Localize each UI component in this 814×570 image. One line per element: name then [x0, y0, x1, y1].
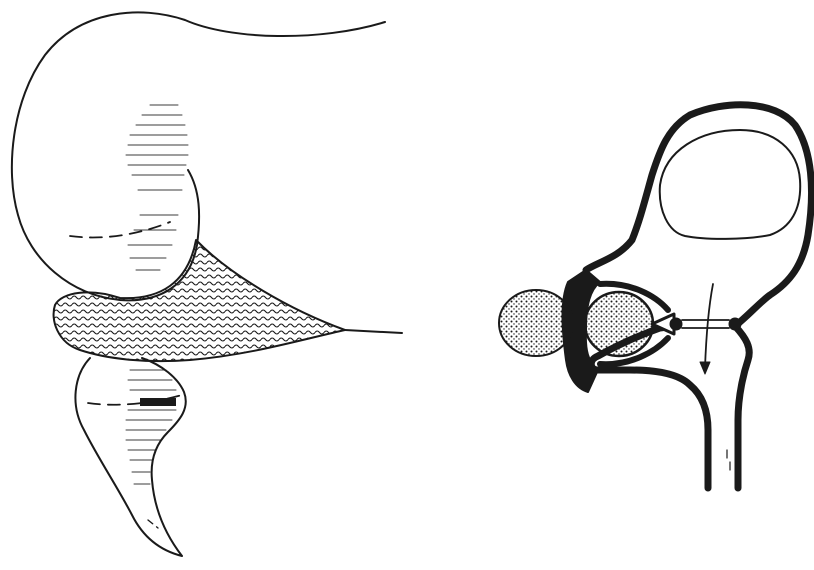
flow-arrow-head [700, 362, 710, 374]
lower-tip-dashes [148, 520, 158, 528]
tail-line [345, 330, 402, 333]
right-panel [499, 105, 812, 488]
inner-dotted-sphere [585, 292, 653, 356]
canal-dashes [727, 450, 730, 470]
stippled-body [54, 240, 345, 361]
left-node [670, 318, 682, 330]
lower-dark-band [140, 398, 176, 406]
left-panel [12, 12, 402, 556]
lower-structure-outline [75, 358, 185, 556]
flow-arrow [705, 284, 713, 368]
upper-mass-shading [126, 105, 188, 270]
right-node [729, 318, 741, 330]
inner-chamber [660, 130, 800, 239]
outer-dotted-sphere [499, 290, 573, 356]
canal-right-wall [735, 326, 749, 488]
bridge-lines [682, 320, 729, 328]
